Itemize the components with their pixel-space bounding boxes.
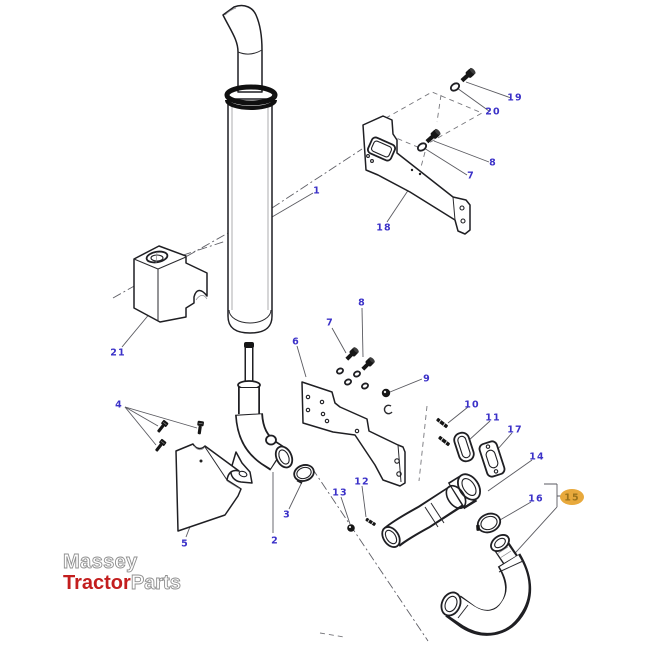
svg-text:11: 11 xyxy=(485,412,500,423)
svg-text:19: 19 xyxy=(507,92,522,103)
pipe-clamp-16 xyxy=(476,512,502,534)
part-label-11[interactable]: 11 xyxy=(485,412,500,423)
heat-shield-cover xyxy=(175,443,242,532)
svg-text:10: 10 xyxy=(464,399,479,410)
svg-text:8: 8 xyxy=(358,297,366,308)
part-label-8[interactable]: 8 xyxy=(489,157,497,168)
part-label-15[interactable]: 15 xyxy=(560,489,584,505)
part-label-1[interactable]: 1 xyxy=(313,185,321,196)
brand-gray-word: Parts xyxy=(131,572,181,594)
studs-10 xyxy=(436,417,450,447)
nut-13 xyxy=(347,524,355,532)
retainer-clip xyxy=(383,404,393,415)
svg-text:16: 16 xyxy=(528,493,543,504)
part-label-16[interactable]: 16 xyxy=(528,493,543,504)
part-label-2[interactable]: 2 xyxy=(271,535,279,546)
leader-lines xyxy=(121,81,533,538)
part-label-8[interactable]: 8 xyxy=(358,297,366,308)
svg-text:9: 9 xyxy=(423,373,431,384)
mount-screws xyxy=(155,419,204,452)
part-label-4[interactable]: 4 xyxy=(115,399,123,410)
svg-text:5: 5 xyxy=(181,538,189,549)
bolt-washer-cluster xyxy=(336,347,393,415)
part-label-21[interactable]: 21 xyxy=(110,347,125,358)
centerlines xyxy=(112,91,484,642)
svg-text:18: 18 xyxy=(376,222,391,233)
svg-text:17: 17 xyxy=(507,424,522,435)
part-label-10[interactable]: 10 xyxy=(464,399,479,410)
brand-line2: TractorParts xyxy=(63,572,181,594)
part-label-3[interactable]: 3 xyxy=(283,509,291,520)
brand-logo: Massey TractorParts xyxy=(63,551,182,595)
part-label-13[interactable]: 13 xyxy=(332,487,347,498)
svg-text:7: 7 xyxy=(467,170,475,181)
svg-text:8: 8 xyxy=(489,157,497,168)
svg-text:12: 12 xyxy=(354,476,369,487)
part-label-14[interactable]: 14 xyxy=(529,451,544,462)
brand-red-word: Tractor xyxy=(63,572,131,594)
part-label-12[interactable]: 12 xyxy=(354,476,369,487)
support-bracket-lower xyxy=(301,381,406,487)
nut-9 xyxy=(381,388,391,398)
mount-block xyxy=(133,245,208,323)
clamp-ring-3 xyxy=(293,464,315,484)
svg-text:7: 7 xyxy=(326,317,334,328)
svg-text:13: 13 xyxy=(332,487,347,498)
tail-elbow-pipe xyxy=(440,534,532,636)
flange-plate-17 xyxy=(478,440,506,478)
svg-text:6: 6 xyxy=(292,336,300,347)
svg-text:21: 21 xyxy=(110,347,125,358)
part-label-17[interactable]: 17 xyxy=(507,424,522,435)
gasket-11 xyxy=(453,431,475,463)
stud-12 xyxy=(365,517,376,526)
support-bracket-upper xyxy=(362,115,471,235)
part-label-7[interactable]: 7 xyxy=(467,170,475,181)
svg-text:20: 20 xyxy=(485,106,500,117)
part-label-18[interactable]: 18 xyxy=(376,222,391,233)
svg-text:4: 4 xyxy=(115,399,123,410)
exhaust-stack xyxy=(222,4,278,334)
bolt-8-washer-7-upper xyxy=(416,128,441,152)
intermediate-pipe xyxy=(381,473,482,548)
svg-text:3: 3 xyxy=(283,509,291,520)
part-label-7[interactable]: 7 xyxy=(326,317,334,328)
svg-text:15: 15 xyxy=(564,492,579,503)
highlight-ellipse xyxy=(560,489,584,505)
assembly-bracket-15 xyxy=(506,483,561,563)
svg-text:14: 14 xyxy=(529,451,544,462)
brand-line1: Massey xyxy=(63,551,138,573)
part-label-6[interactable]: 6 xyxy=(292,336,300,347)
svg-text:2: 2 xyxy=(271,535,279,546)
elbow-pipe xyxy=(230,342,294,484)
part-label-9[interactable]: 9 xyxy=(423,373,431,384)
bolt-19-washer-20 xyxy=(449,67,476,92)
part-label-20[interactable]: 20 xyxy=(485,106,500,117)
part-label-19[interactable]: 19 xyxy=(507,92,522,103)
svg-text:1: 1 xyxy=(313,185,321,196)
part-label-5[interactable]: 5 xyxy=(181,538,189,549)
